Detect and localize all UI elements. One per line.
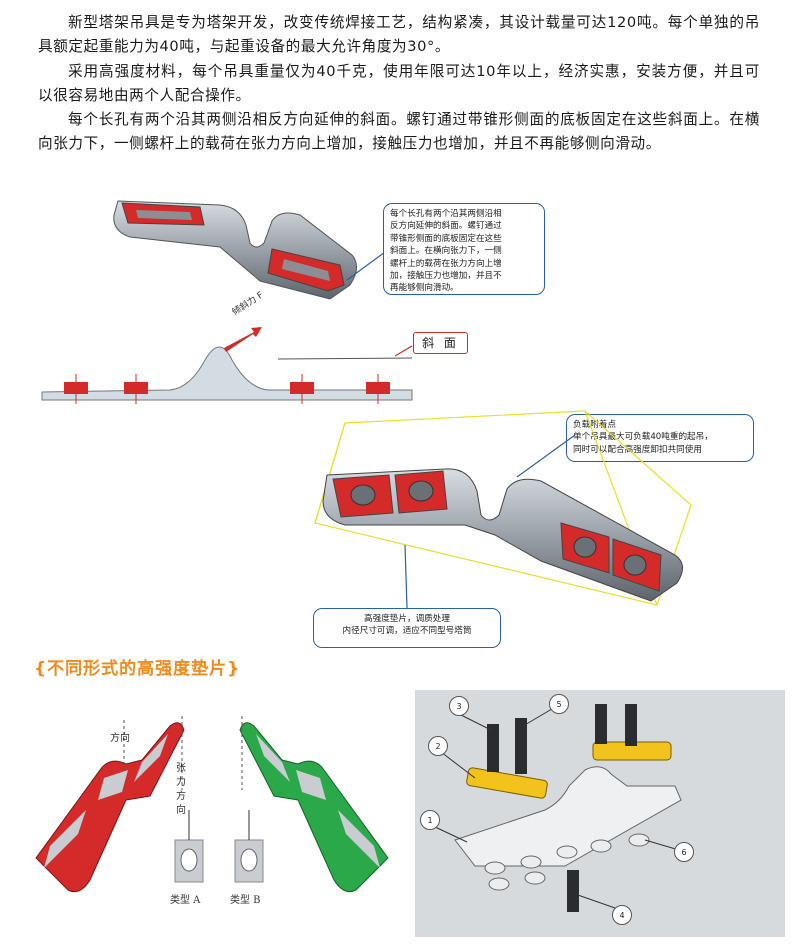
intro-paragraph-1: 新型塔架吊具是专为塔架开发，改变传统焊接工艺，结构紧凑，其设计载量可达120吨。… (38, 14, 760, 55)
exploded-assembly-view (415, 690, 785, 937)
callout-line: 单个吊具最大可负载40吨重的起吊， (573, 432, 713, 443)
section-title-washer-types: {不同形式的高强度垫片} (34, 659, 241, 679)
callout-line: 再能够侧向滑动。 (390, 283, 459, 294)
callout-line: 高强度垫片，调质处理 (364, 614, 450, 624)
part-number-3: 3 (449, 696, 469, 716)
washer-types-illustration (35, 716, 389, 893)
tension-direction-char: 张 (176, 763, 186, 774)
callout-line: 螺杆上的载荷在张力方向上增 (390, 258, 502, 269)
callout-line: 内径尺寸可调，适应不同型号塔筒 (342, 626, 472, 637)
callout-line: 带锥形侧面的底板固定在这些 (390, 233, 502, 244)
part-number-1: 1 (420, 810, 440, 830)
cross-section-diagram (41, 327, 413, 404)
tension-direction-char: 方 (176, 791, 186, 802)
type-a-label: 类型 A (170, 895, 201, 906)
part-number-6: 6 (674, 842, 694, 862)
callout-washer: 高强度垫片，调质处理 内径尺寸可调，适应不同型号塔筒 (313, 608, 501, 648)
callout-line: 斜面上。在横向张力下，一侧 (390, 246, 502, 257)
callout-line: 反方向延伸的斜面。螺钉通过 (390, 221, 502, 232)
tension-direction-label-1: 方向 (110, 733, 130, 744)
callout-line: 加，接触压力也增加，并且不 (390, 271, 502, 282)
lifting-lug-illustration-top (113, 200, 357, 300)
slope-label: 斜 面 (413, 332, 468, 354)
callout-line: 负载附着点 (573, 420, 616, 430)
type-b-label: 类型 B (230, 895, 261, 906)
lifting-lug-illustration-wireframe (314, 410, 692, 609)
callout-line: 每个长孔有两个沿其两侧沿相 (390, 209, 502, 219)
part-number-2: 2 (428, 736, 448, 756)
intro-paragraph-2: 采用高强度材料，每个吊具重量仅为40千克，使用年限可达10年以上，经济实惠，安装… (38, 63, 760, 104)
callout-slope-description: 每个长孔有两个沿其两侧沿相 反方向延伸的斜面。螺钉通过 带锥形侧面的底板固定在这… (383, 203, 545, 295)
tension-direction-char: 力 (176, 777, 186, 788)
part-number-4: 4 (612, 905, 632, 925)
tension-direction-char: 向 (176, 805, 186, 816)
callout-connector-1 (346, 251, 386, 281)
part-number-5: 5 (549, 694, 569, 714)
intro-paragraph-3: 每个长孔有两个沿其两侧沿相反方向延伸的斜面。螺钉通过带锥形侧面的底板固定在这些斜… (38, 111, 760, 152)
callout-line: 同时可以配合高强度卸扣共同使用 (573, 444, 702, 455)
